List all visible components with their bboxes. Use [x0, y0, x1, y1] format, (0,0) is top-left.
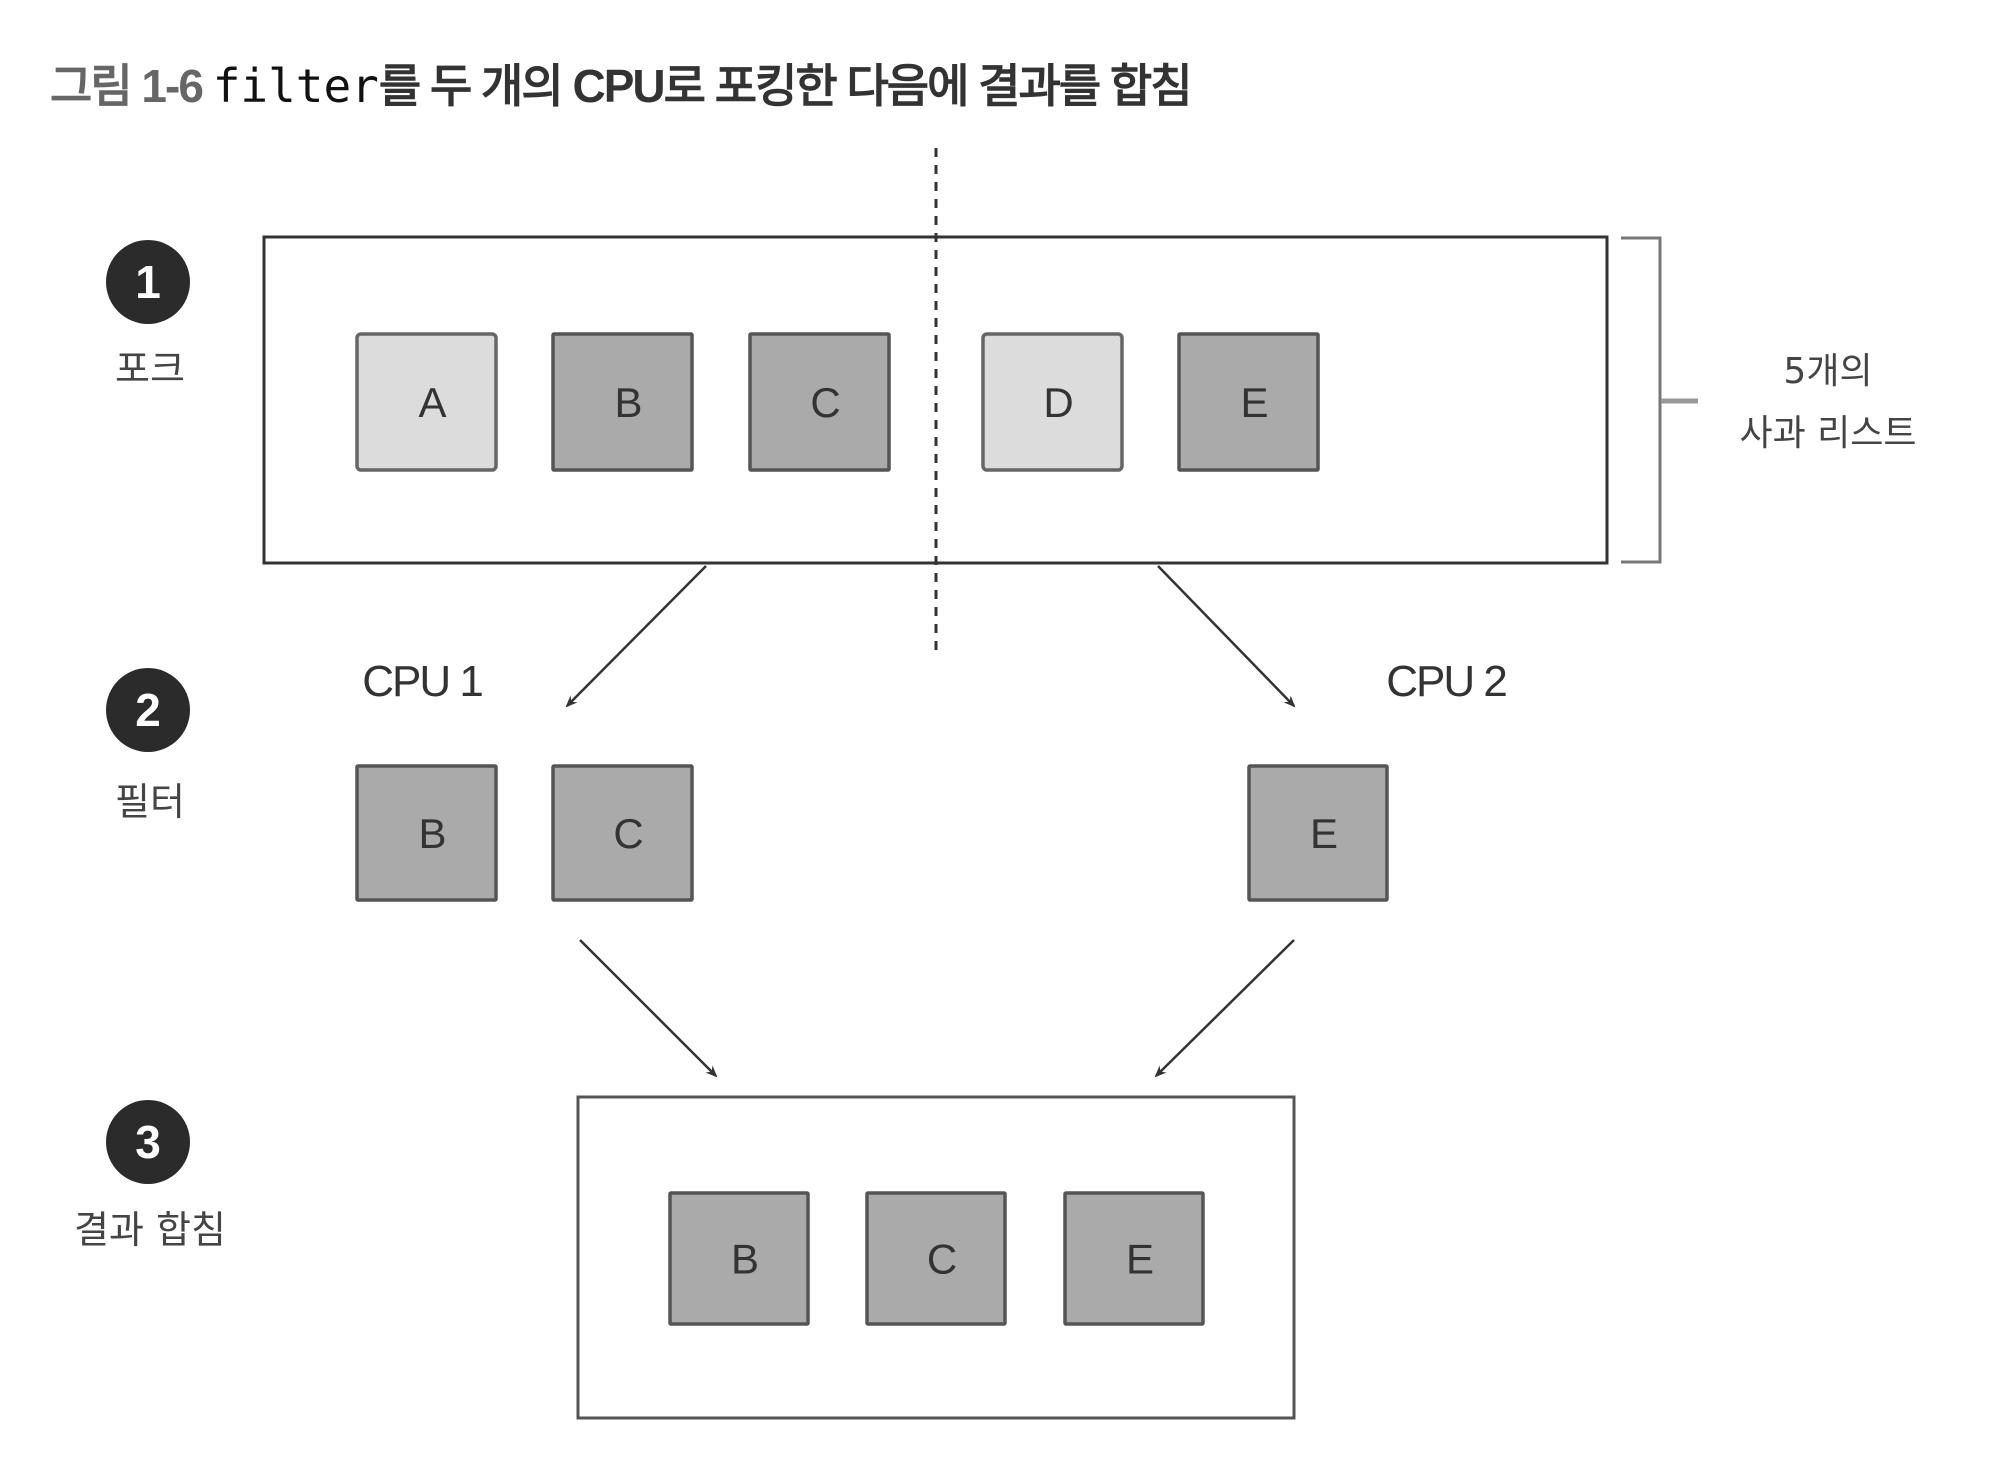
step-2-number: 2 — [135, 684, 161, 736]
fork-list-items: A B C D E — [355, 332, 1320, 472]
fork-item-e: E — [1177, 332, 1320, 472]
fork-arrow-cpu1 — [565, 565, 707, 708]
merged-item-c-box — [865, 1191, 1007, 1326]
step-2-label: 필터 — [115, 780, 185, 824]
caption-text: 를 두 개의 CPU로 포킹한 다음에 결과를 합침 — [378, 60, 1193, 112]
step-3-label: 결과 합침 — [74, 1208, 226, 1252]
fork-item-c: C — [748, 332, 891, 472]
figure-number: 그림 1-6 — [50, 60, 204, 112]
step-2-circle — [106, 668, 190, 752]
merged-item-c-letter: C — [927, 1236, 957, 1283]
cpu-1-item-c: C — [551, 764, 694, 902]
cpu-1-item-b-box — [355, 764, 498, 902]
cpu-2-item-e-letter: E — [1310, 810, 1338, 857]
merge-arrow-cpu1 — [579, 939, 718, 1078]
merged-item-b: B — [668, 1191, 810, 1326]
cpu-1-item-c-letter: C — [613, 810, 643, 857]
fork-item-d: D — [981, 332, 1124, 472]
merged-item-e-letter: E — [1126, 1236, 1154, 1283]
step-3: 3 결과 합침 — [74, 1100, 226, 1252]
merged-item-e-box — [1063, 1191, 1205, 1326]
cpu-2-item-e-box — [1247, 764, 1389, 902]
cpu-2-filtered-items: E — [1247, 764, 1389, 902]
figure-caption: 그림 1-6 filter를 두 개의 CPU로 포킹한 다음에 결과를 합침 — [50, 50, 1193, 116]
fork-item-b-letter: B — [614, 379, 642, 426]
merged-item-b-box — [668, 1191, 810, 1326]
step-1-number: 1 — [135, 256, 161, 308]
fork-item-d-letter: D — [1043, 379, 1073, 426]
cpu-2-label: CPU 2 — [1386, 657, 1506, 706]
fork-item-a-box — [355, 332, 498, 472]
code-word: filter — [212, 59, 379, 113]
fork-item-b-box — [551, 332, 694, 472]
step-2: 2 필터 — [106, 668, 190, 824]
merged-item-e: E — [1063, 1191, 1205, 1326]
cpu-1-item-b: B — [355, 764, 498, 902]
list-note-line2: 사과 리스트 — [1739, 413, 1916, 454]
fork-item-b: B — [551, 332, 694, 472]
fork-item-a: A — [355, 332, 498, 472]
fork-item-e-letter: E — [1240, 379, 1268, 426]
fork-item-c-letter: C — [810, 379, 840, 426]
step-1-circle — [106, 240, 190, 324]
cpu-1-label: CPU 1 — [362, 657, 482, 706]
merged-item-b-letter: B — [731, 1236, 759, 1283]
fork-arrow-cpu2 — [1157, 565, 1296, 708]
cpu-2-item-e: E — [1247, 764, 1389, 902]
list-bracket — [1621, 236, 1662, 564]
fork-item-d-box — [981, 332, 1124, 472]
step-3-number: 3 — [135, 1116, 161, 1168]
fork-item-a-letter: A — [418, 379, 446, 426]
step-1: 1 포크 — [106, 240, 190, 391]
step-3-circle — [106, 1100, 190, 1184]
merged-item-c: C — [865, 1191, 1007, 1326]
fork-item-c-box — [748, 332, 891, 472]
list-note-line1: 5개의 — [1783, 351, 1872, 392]
cpu-1-item-b-letter: B — [418, 810, 446, 857]
merge-arrow-cpu2 — [1154, 939, 1295, 1078]
step-1-label: 포크 — [115, 347, 185, 391]
cpu-1-item-c-box — [551, 764, 694, 902]
fork-item-e-box — [1177, 332, 1320, 472]
